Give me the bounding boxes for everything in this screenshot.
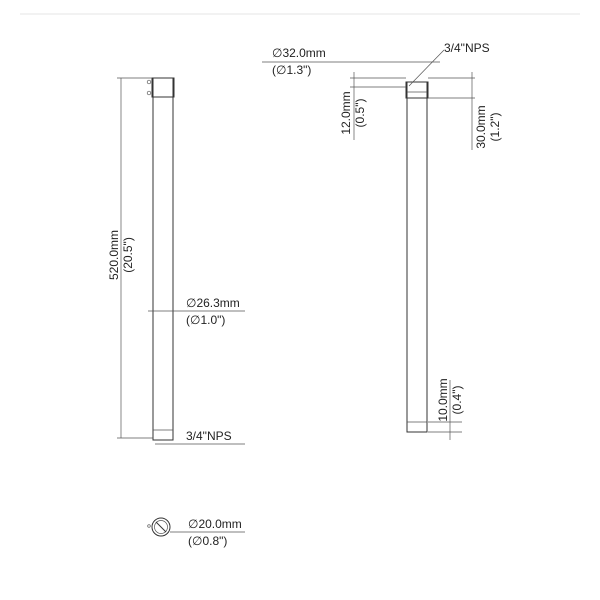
- end-view: ∅20.0mm (∅0.8"): [147, 517, 245, 548]
- end-diameter-in-label: (∅0.8"): [188, 534, 227, 548]
- left-pipe: [146, 77, 175, 441]
- bottom-length-dimension: 10.0mm (0.4"): [428, 378, 464, 440]
- pipe-diameter-in-label: (∅1.0"): [186, 313, 225, 327]
- right-thread-label: 3/4"NPS: [444, 41, 490, 55]
- length-in-label: (20.5"): [121, 237, 135, 273]
- top-length-in-label: (1.2"): [488, 113, 502, 142]
- cap-height-mm-label: 12.0mm: [339, 91, 353, 134]
- end-diameter-mm-label: ∅20.0mm: [188, 517, 242, 531]
- bottom-length-in-label: (0.4"): [450, 386, 464, 415]
- pipe-diameter-mm-label: ∅26.3mm: [186, 296, 240, 310]
- top-length-mm-label: 30.0mm: [474, 105, 488, 148]
- bottom-length-mm-label: 10.0mm: [436, 378, 450, 421]
- left-thread-dimension: 3/4"NPS: [155, 429, 245, 445]
- left-thread-label: 3/4"NPS: [186, 429, 232, 443]
- cap-diameter-mm-label: ∅32.0mm: [272, 46, 326, 60]
- cap-height-dimension: 12.0mm (0.5"): [339, 72, 406, 140]
- cap-height-in-label: (0.5"): [353, 99, 367, 128]
- right-thread-callout: 3/4"NPS: [408, 41, 490, 87]
- cap-diameter-dimension: ∅32.0mm (∅1.3"): [262, 46, 440, 77]
- length-mm-label: 520.0mm: [107, 230, 121, 280]
- pipe-diameter-dimension: ∅26.3mm (∅1.0"): [148, 296, 245, 327]
- right-pipe: [405, 81, 429, 433]
- cap-diameter-in-label: (∅1.3"): [272, 63, 311, 77]
- top-length-dimension: 30.0mm (1.2"): [428, 72, 502, 150]
- length-dimension: 520.0mm (20.5"): [107, 77, 153, 439]
